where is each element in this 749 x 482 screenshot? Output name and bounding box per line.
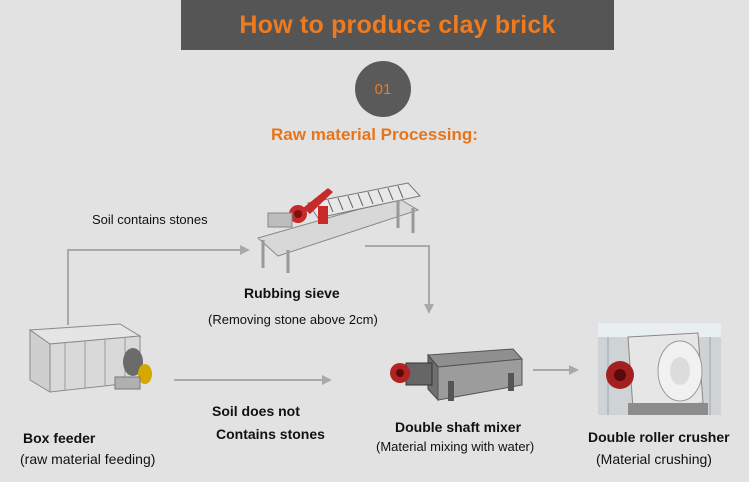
arrow-sieve-to-mixer xyxy=(365,245,434,314)
rubbing-sieve-desc: (Removing stone above 2cm) xyxy=(208,312,378,327)
rubbing-sieve-name: Rubbing sieve xyxy=(244,285,340,301)
box-feeder-name: Box feeder xyxy=(23,430,96,446)
box-feeder-image xyxy=(28,323,152,393)
arrow-feeder-to-sieve xyxy=(67,245,250,325)
double-shaft-mixer-image xyxy=(390,348,524,402)
page-title: How to produce clay brick xyxy=(239,10,556,39)
double-roller-crusher-image xyxy=(598,323,721,415)
double-roller-crusher-name: Double roller crusher xyxy=(588,429,730,445)
section-title: Raw material Processing: xyxy=(271,125,478,144)
rubbing-sieve-image xyxy=(256,182,421,273)
label-soil-does-not: Soil does not xyxy=(212,403,300,419)
step-number: 01 xyxy=(374,80,392,98)
double-shaft-mixer-desc: (Material mixing with water) xyxy=(376,439,535,454)
step-number-badge: 01 xyxy=(355,61,411,117)
title-banner: How to produce clay brick xyxy=(181,0,614,50)
box-feeder-desc: (raw material feeding) xyxy=(20,451,156,467)
double-shaft-mixer-name: Double shaft mixer xyxy=(395,419,522,435)
label-contains-stones: Contains stones xyxy=(216,426,325,442)
double-roller-crusher-desc: (Material crushing) xyxy=(596,451,712,467)
label-soil-contains-stones: Soil contains stones xyxy=(92,212,208,227)
